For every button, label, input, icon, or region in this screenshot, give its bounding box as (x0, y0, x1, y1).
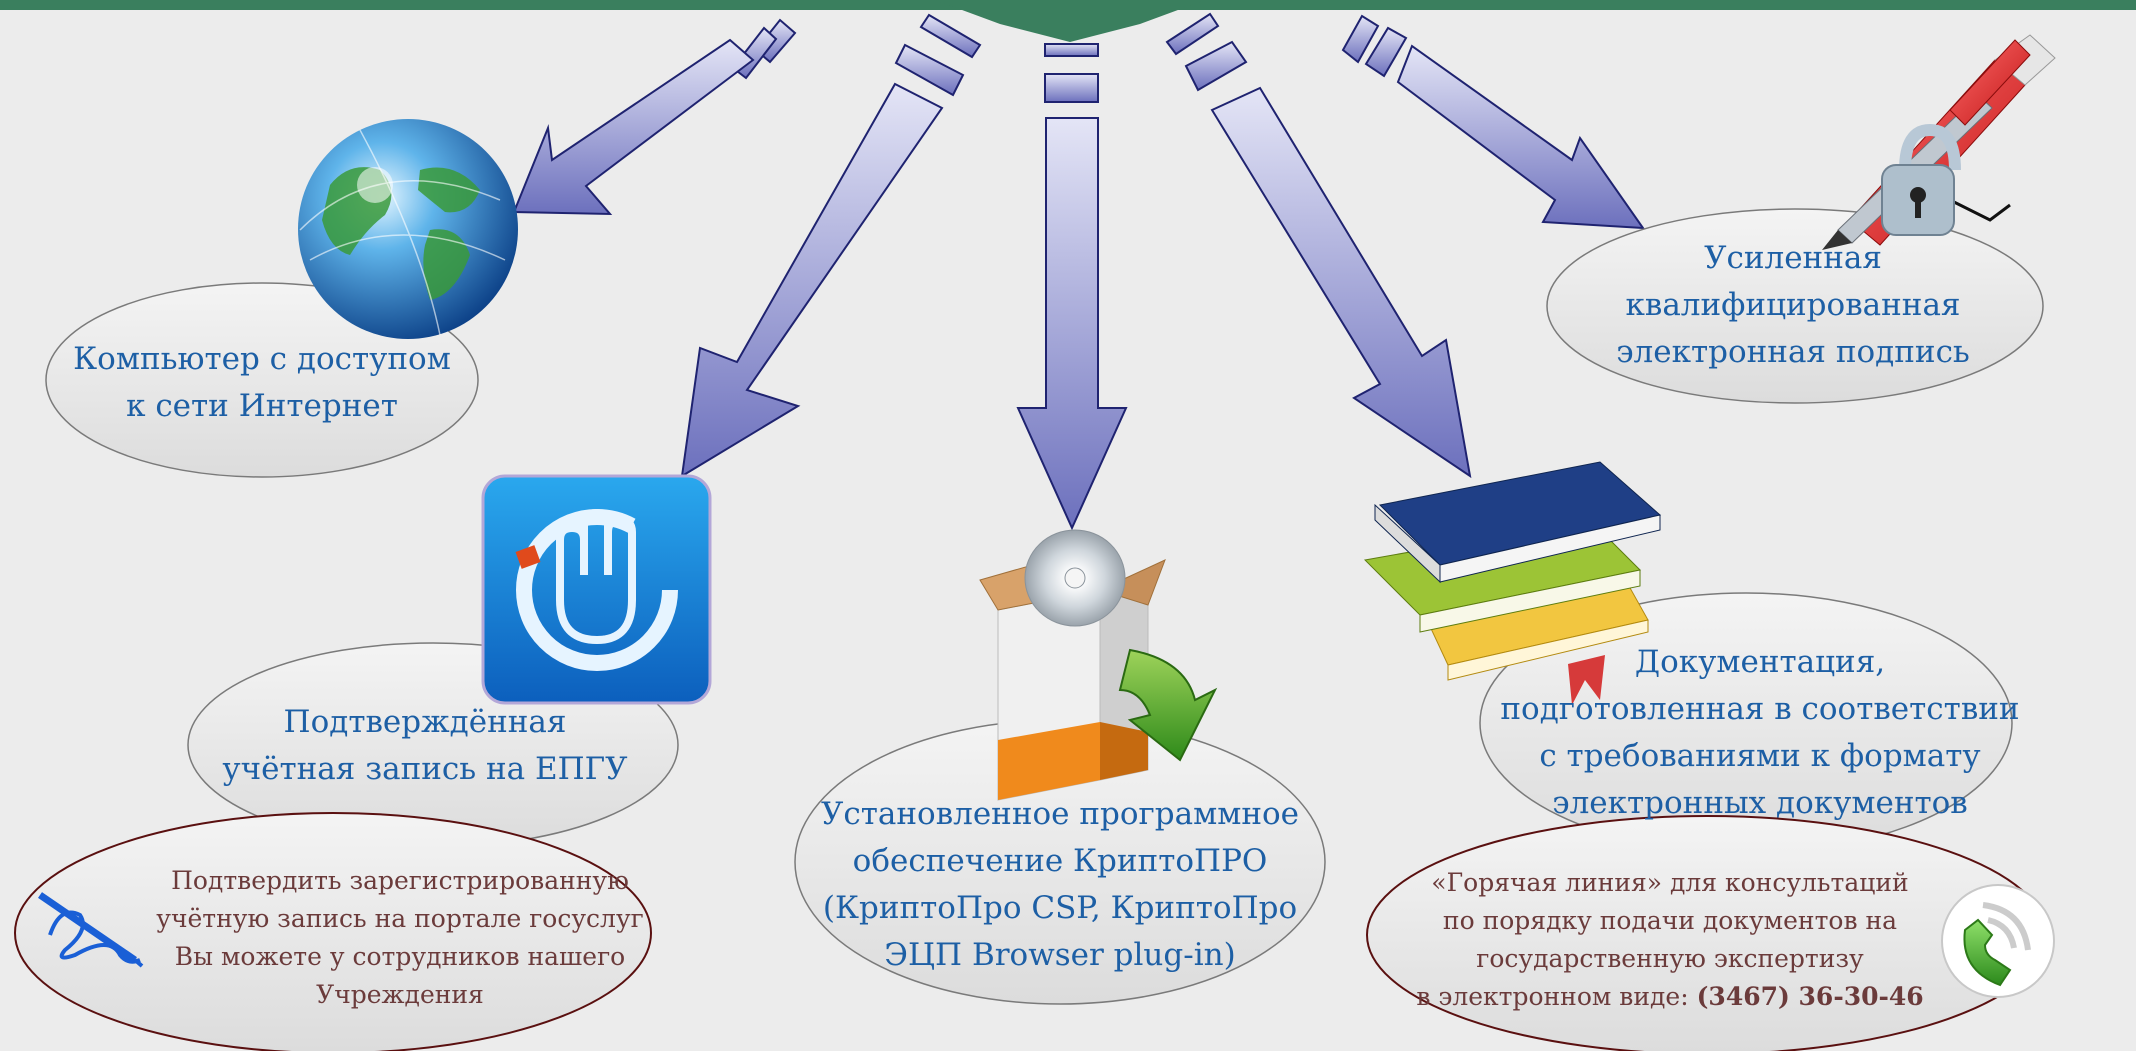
documents-label: Документация, подготовленная в соответст… (1500, 644, 2020, 821)
header-bar-tab (935, 0, 1205, 42)
hotline-note: «Горячая линия» для консультаций по поря… (1400, 864, 1940, 1016)
touch-app-icon (481, 474, 712, 705)
books-icon (1363, 461, 1662, 705)
hotline-phone-number[interactable]: (3467) 36-30-46 (1696, 982, 1924, 1011)
confirm-note: Подтвердить зарегистрированную учётную з… (156, 866, 644, 1009)
globe-icon (298, 119, 518, 339)
arrow-to-documents (1165, 12, 1472, 479)
phone-icon (1941, 884, 2055, 998)
signature-pen-icon (38, 892, 144, 968)
signature-label: Усиленная квалифицированная электронная … (1616, 240, 1970, 370)
arrow-to-account (680, 13, 982, 478)
signature-oval (1546, 208, 2044, 404)
software-label: Установленное программное обеспечение Кр… (820, 796, 1300, 973)
software-box-cd-icon (979, 529, 1218, 801)
account-label: Подтверждённая учётная запись на ЕПГУ (222, 704, 628, 787)
arrow-to-computer (512, 18, 797, 216)
usb-pen-lock-icon (1822, 34, 2056, 250)
confirm-note-oval (14, 812, 652, 1051)
arrow-to-signature (1341, 14, 1646, 230)
computer-label: Компьютер с доступом к сети Интернет (73, 341, 451, 424)
hotline-phone-line: в электронном виде: (3467) 36-30-46 (1416, 982, 1924, 1011)
arrow-to-software (1016, 43, 1128, 531)
